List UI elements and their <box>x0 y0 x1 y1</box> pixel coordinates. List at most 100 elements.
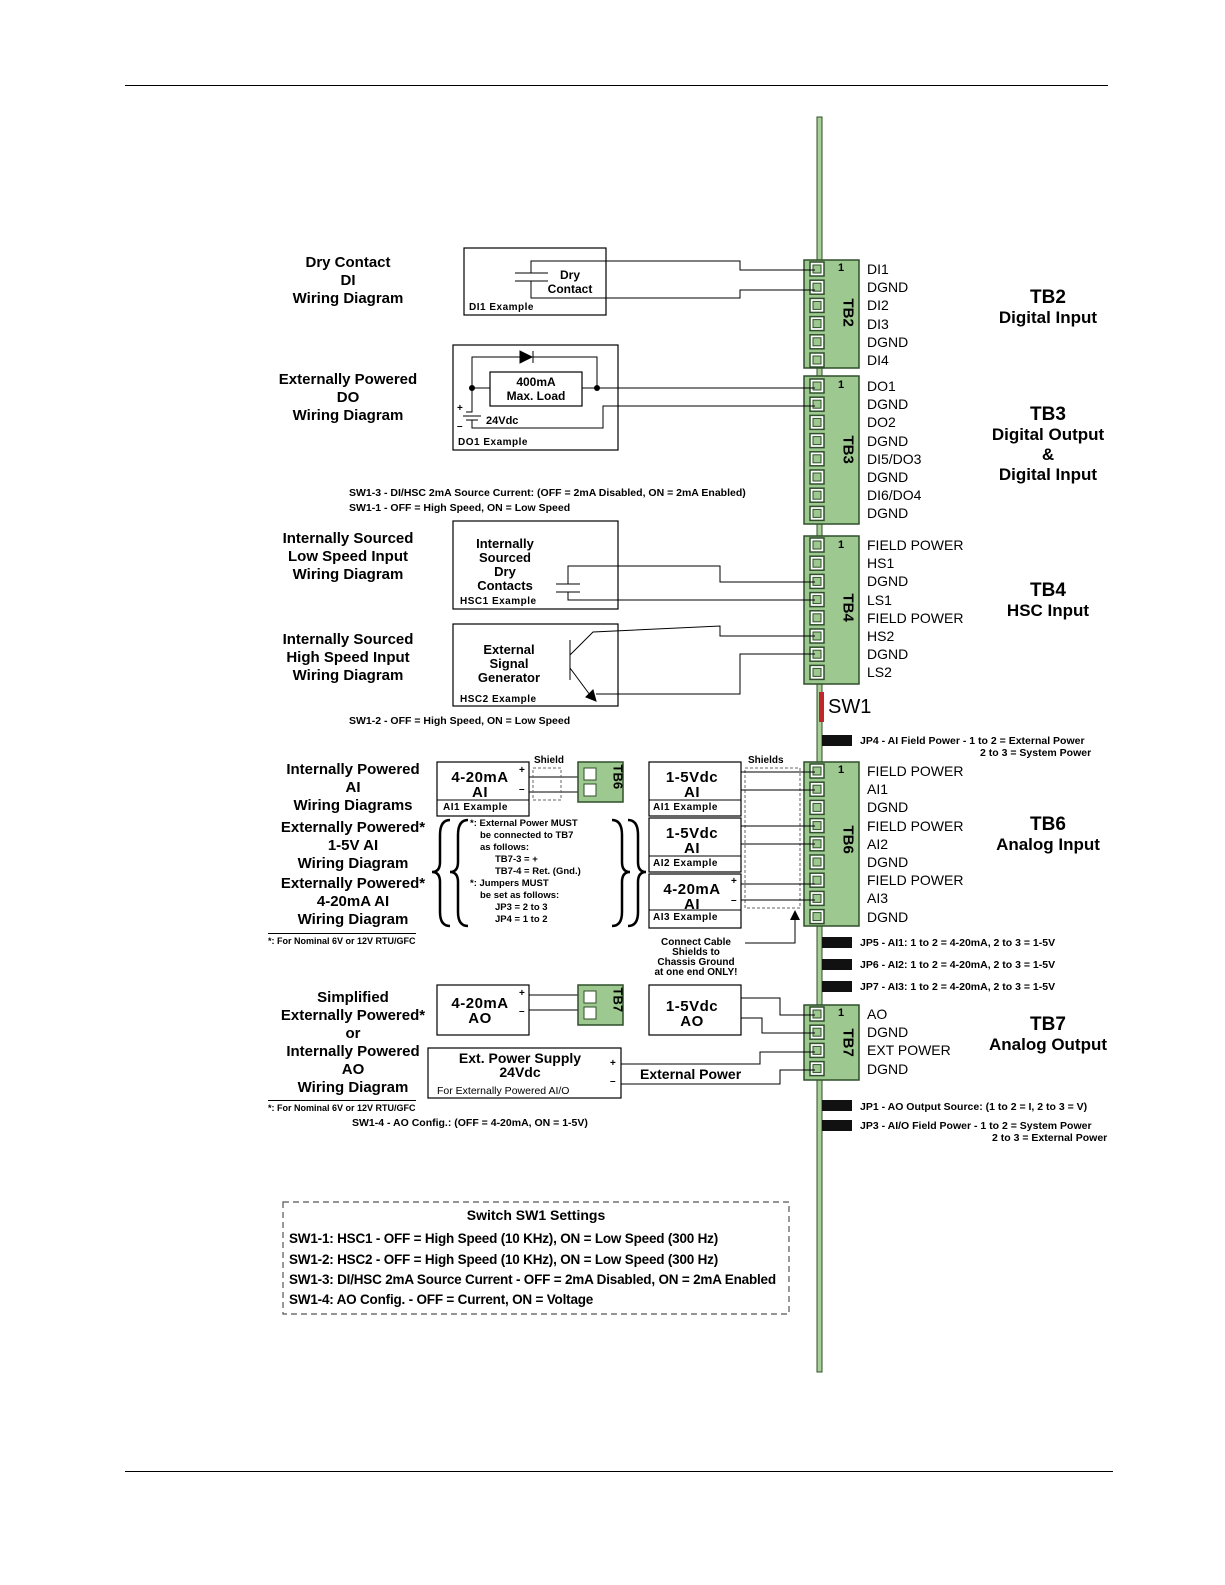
hsc1-box <box>452 520 619 610</box>
tb6-screw-inner <box>812 766 822 776</box>
tb2-screw-inner <box>812 300 822 310</box>
tb6-pin-label: DGND <box>867 908 909 925</box>
ao-420-minus: – <box>519 1006 525 1017</box>
tb3-pin-label: DGND <box>867 469 909 485</box>
tb7-pin-label: DGND <box>867 1060 909 1077</box>
tb6-pin-label: AI2 <box>867 835 889 852</box>
jp6-text: JP6 - AI2: 1 to 2 = 4-20mA, 2 to 3 = 1-5… <box>860 959 1056 971</box>
switch-settings-box <box>282 1201 790 1315</box>
tb4-pin-label: LS2 <box>867 664 892 681</box>
do-box <box>452 344 619 451</box>
tb2-block <box>803 259 860 369</box>
tb6-screw-inner <box>812 912 822 922</box>
tb7-pin-label: DGND <box>867 1024 909 1041</box>
tb6-pin-label: AI1 <box>867 781 889 798</box>
ai2-15-example: AI2 Example <box>653 858 718 869</box>
jp1-text: JP1 - AO Output Source: (1 to 2 = I, 2 t… <box>860 1101 1088 1113</box>
tb3-screw-inner <box>812 472 822 482</box>
dry-example: DI1 Example <box>469 302 534 313</box>
psu-minus: – <box>610 1076 616 1087</box>
tb2-screw-inner <box>812 282 822 292</box>
jp1-bar <box>822 1100 852 1111</box>
tb6-id: TB6 <box>839 825 857 854</box>
ao-footnote: *: For Nominal 6V or 12V RTU/GFC <box>268 1100 416 1114</box>
tb3-screw-inner <box>812 508 822 518</box>
tb4-screw-inner <box>812 540 822 550</box>
switch-line-2: SW1-2: HSC2 - OFF = High Speed (10 KHz),… <box>289 1252 719 1267</box>
jp3-bar <box>822 1120 852 1131</box>
tb2-pin-label: DI2 <box>867 297 889 314</box>
jp5-bar <box>822 937 852 948</box>
tb7-id: TB7 <box>839 1028 857 1057</box>
tb7-screw-inner <box>812 1009 822 1019</box>
ai1-example: AI1 Example <box>443 802 508 813</box>
jp6-bar <box>822 959 852 970</box>
dry-contact-box <box>463 247 607 316</box>
tb4-pin-label: DGND <box>867 646 909 663</box>
tb2-pin-label: DI1 <box>867 261 889 277</box>
tb3-pin-label: DGND <box>867 396 909 413</box>
sw11-note: SW1-1 - OFF = High Speed, ON = Low Speed <box>349 502 571 514</box>
tb3-pin-label: DO1 <box>867 378 896 394</box>
psu-sub: For Externally Powered AI/O <box>437 1085 570 1097</box>
tb3-screw-inner <box>812 381 822 391</box>
tb3-pin1: 1 <box>838 379 845 391</box>
tb6-screw-inner <box>812 857 822 867</box>
ai1-plus: + <box>519 765 525 776</box>
jp7-text: JP7 - AI3: 1 to 2 = 4-20mA, 2 to 3 = 1-5… <box>860 981 1056 993</box>
tb4-screw-inner <box>812 613 822 623</box>
tb3-pin-label: DO2 <box>867 414 896 431</box>
jp7-bar <box>822 981 852 992</box>
ao-420-plus: + <box>519 988 525 999</box>
tb7-pin-label: EXT POWER <box>867 1042 951 1059</box>
sw12-note: SW1-2 - OFF = High Speed, ON = Low Speed <box>349 715 571 727</box>
tb6-screw-inner <box>812 893 822 903</box>
tb2-screw-inner <box>812 337 822 347</box>
tb7-screw-inner <box>812 1045 822 1055</box>
do-plus: + <box>457 403 463 414</box>
tb3-pin-label: DGND <box>867 505 909 522</box>
tb4-screw-inner <box>812 576 822 586</box>
tb7-screw-inner <box>812 1064 822 1074</box>
tb2-screw-inner <box>812 264 822 274</box>
tb3-pin-label: DI5/DO3 <box>867 450 922 467</box>
shield-label: Shield <box>534 755 565 766</box>
ao-15-box <box>648 984 742 1036</box>
jp5-text: JP5 - AI1: 1 to 2 = 4-20mA, 2 to 3 = 1-5… <box>860 937 1056 949</box>
tb6-screw-inner <box>812 802 822 812</box>
mini-tb6-id: TB6 <box>610 764 626 790</box>
ai1-15-example: AI1 Example <box>653 802 718 813</box>
tb6-screw-inner <box>812 875 822 885</box>
tb2-screw-inner <box>812 355 822 365</box>
sw13-note: SW1-3 - DI/HSC 2mA Source Current: (OFF … <box>349 487 746 499</box>
tb2-pin-label: DI3 <box>867 315 889 332</box>
switch-line-3: SW1-3: DI/HSC 2mA Source Current - OFF =… <box>289 1272 776 1287</box>
jp3-text: JP3 - AI/O Field Power - 1 to 2 = System… <box>860 1120 1108 1144</box>
ai3-plus: + <box>731 876 737 887</box>
tb2-pin-label: DI4 <box>867 352 889 368</box>
tb4-pin-label: HS2 <box>867 628 895 644</box>
tb2-pin-label: DGND <box>867 333 909 350</box>
sw1-bar <box>819 692 824 722</box>
do-minus: – <box>457 421 463 432</box>
tb6-pin-label: FIELD POWER <box>867 817 964 834</box>
tb3-screw-inner <box>812 399 822 409</box>
